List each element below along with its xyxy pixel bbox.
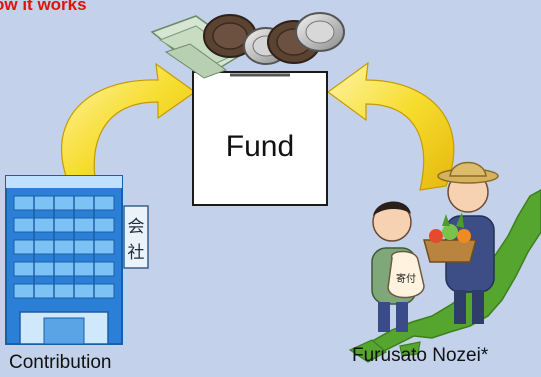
- building-icon: [5, 175, 149, 345]
- right-curved-arrow-icon: [326, 61, 455, 191]
- contribution-caption: Contribution: [9, 352, 112, 373]
- company-sign: [123, 205, 149, 269]
- sign-char-2: 社: [128, 243, 145, 263]
- sign-char-1: 会: [128, 217, 145, 237]
- banknote-icon: [150, 15, 248, 79]
- vegetable-basket-icon: [423, 212, 477, 263]
- left-curved-arrow-icon: [61, 62, 197, 187]
- furusato-nozei-caption: Furusato Nozei*: [352, 345, 489, 366]
- page-title: ow it works: [0, 0, 87, 14]
- donor-icon: [371, 201, 425, 332]
- fund-label: Fund: [225, 130, 295, 163]
- coins-icon: [203, 12, 345, 65]
- donation-bag-icon: [387, 250, 425, 299]
- bag-label: 寄付: [396, 272, 416, 285]
- fund-box: [192, 71, 328, 206]
